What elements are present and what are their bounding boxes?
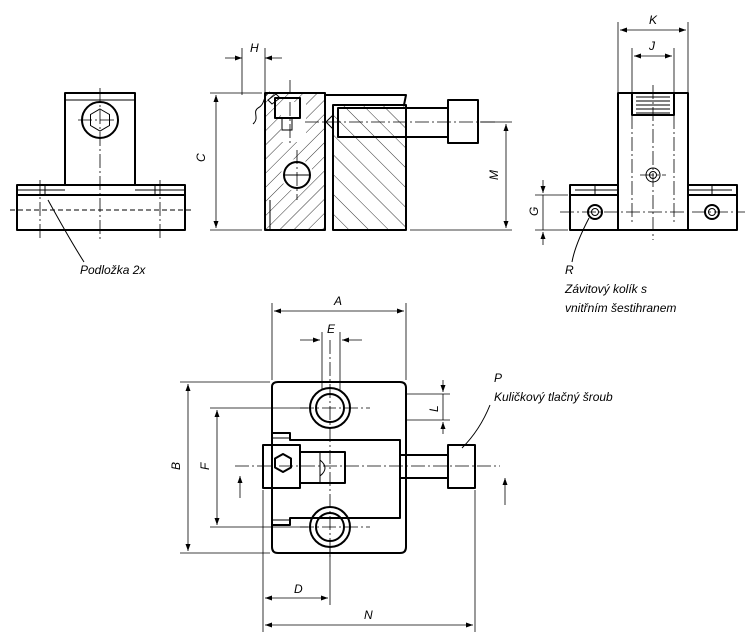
dim-J bbox=[631, 48, 675, 92]
p-desc-label: Kuličkový tlačný šroub bbox=[494, 390, 613, 404]
right-view bbox=[560, 85, 745, 263]
dim-D-label: D bbox=[294, 582, 303, 596]
dim-D bbox=[262, 490, 331, 605]
hex-socket-icon bbox=[90, 108, 110, 132]
dim-C bbox=[210, 92, 262, 231]
front-view bbox=[10, 88, 192, 263]
r-code-label: R bbox=[565, 263, 574, 277]
dim-C-label: C bbox=[194, 153, 208, 162]
dim-E-label: E bbox=[327, 322, 336, 336]
r-desc-line1: Závitový kolík s bbox=[564, 282, 647, 296]
washer-leader bbox=[47, 199, 85, 263]
dim-H bbox=[225, 48, 282, 95]
dim-J-label: J bbox=[648, 39, 656, 53]
dim-M bbox=[410, 121, 512, 231]
dim-H-label: H bbox=[250, 41, 259, 55]
dim-M-label: M bbox=[487, 170, 501, 180]
dim-K bbox=[617, 22, 689, 92]
dim-K-label: K bbox=[649, 13, 658, 27]
dim-N-label: N bbox=[364, 608, 373, 622]
dim-A bbox=[271, 303, 407, 380]
dim-L bbox=[406, 380, 450, 434]
hex-screw-icon bbox=[274, 453, 292, 473]
r-leader bbox=[571, 217, 590, 263]
washer-label: Podložka 2x bbox=[80, 263, 146, 277]
dim-B-label: B bbox=[169, 462, 183, 470]
dim-G bbox=[535, 180, 568, 245]
top-view bbox=[235, 340, 508, 560]
dim-G-label: G bbox=[527, 207, 541, 216]
p-code-label: P bbox=[494, 371, 502, 385]
dim-A-label: A bbox=[333, 294, 342, 308]
side-section-view bbox=[252, 80, 495, 231]
p-leader bbox=[461, 404, 491, 449]
dim-E bbox=[300, 332, 362, 390]
dim-L-label: L bbox=[427, 405, 441, 412]
dim-N bbox=[262, 490, 476, 632]
dim-F bbox=[210, 407, 308, 528]
dim-B bbox=[180, 381, 270, 554]
r-desc-line2: vnitřním šestihranem bbox=[565, 301, 676, 315]
dim-F-label: F bbox=[198, 462, 212, 470]
